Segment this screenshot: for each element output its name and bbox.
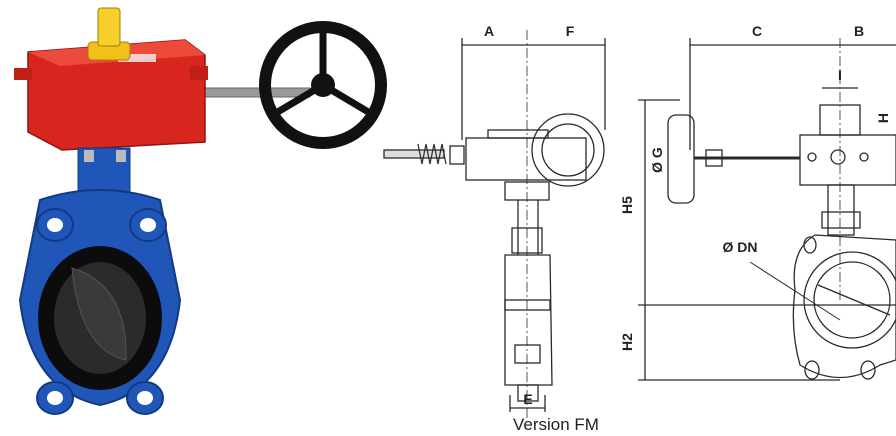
- dim-label-h2: H2: [619, 333, 635, 351]
- dim-label-i: I: [838, 67, 842, 83]
- front-view-drawing: [638, 38, 896, 381]
- dim-label-h5: H5: [619, 196, 635, 214]
- dim-label-dn: Ø DN: [723, 239, 758, 255]
- dim-label-h: H: [875, 113, 891, 123]
- dim-label-g: Ø G: [649, 147, 665, 173]
- dim-label-b: B: [854, 23, 864, 39]
- dim-label-e: E: [523, 391, 532, 407]
- version-caption: Version FM: [513, 415, 599, 434]
- side-view-drawing: [383, 30, 606, 420]
- dim-label-f: F: [566, 23, 575, 39]
- valve-photo: [14, 7, 387, 415]
- position-indicator-icon: [87, 7, 131, 61]
- dim-label-c: C: [752, 23, 762, 39]
- gear-shaft: [194, 87, 311, 98]
- handwheel-icon: [259, 21, 387, 149]
- dim-label-a: A: [484, 23, 494, 39]
- valve-disc: [71, 267, 127, 361]
